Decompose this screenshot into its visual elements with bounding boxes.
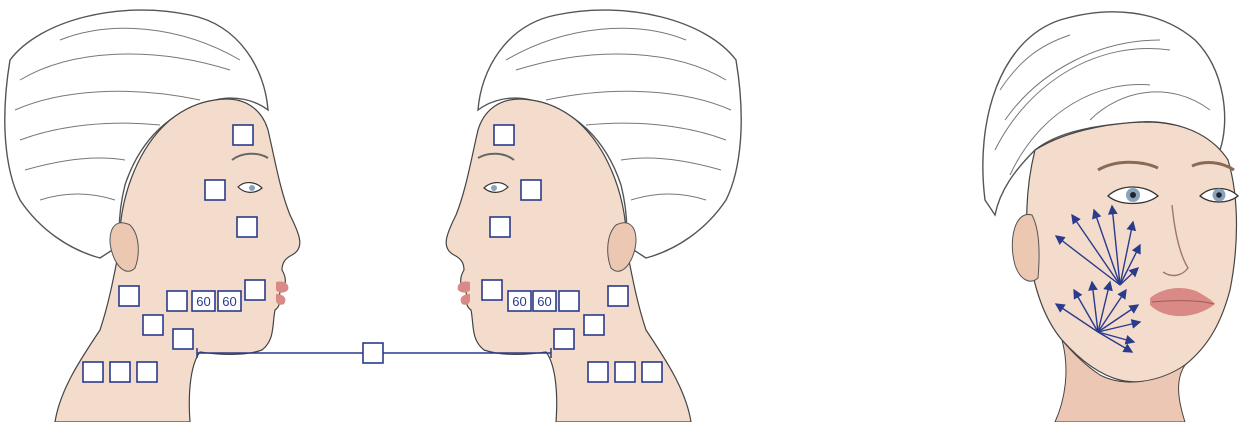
right-profile-figure: [446, 10, 741, 422]
left-box-jaw-2[interactable]: [167, 291, 187, 311]
right-box-jaw-1[interactable]: [559, 291, 579, 311]
left-box-neck-1[interactable]: [83, 362, 103, 382]
left-box-forehead[interactable]: [233, 125, 253, 145]
right-box-temple[interactable]: [521, 180, 541, 200]
right-dose-label-a: 60: [512, 294, 526, 309]
connector-box[interactable]: [363, 343, 383, 363]
left-box-neck-2[interactable]: [110, 362, 130, 382]
left-box-jaw-3[interactable]: [143, 315, 163, 335]
left-lips: [276, 281, 288, 292]
left-box-jaw-1[interactable]: [119, 286, 139, 306]
right-box-neck-3[interactable]: [642, 362, 662, 382]
left-profile-figure: [5, 10, 300, 422]
right-box-jaw-2[interactable]: [608, 286, 628, 306]
left-box-neck-3[interactable]: [137, 362, 157, 382]
right-box-under-eye[interactable]: [490, 217, 510, 237]
left-box-jaw-4[interactable]: [173, 329, 193, 349]
left-dose-label-a: 60: [196, 294, 210, 309]
front-ear: [1012, 214, 1039, 281]
right-box-mouth[interactable]: [482, 280, 502, 300]
right-box-neck-1[interactable]: [588, 362, 608, 382]
front-face-figure: [983, 12, 1238, 422]
left-box-under-eye[interactable]: [237, 217, 257, 237]
left-box-mouth[interactable]: [245, 280, 265, 300]
right-box-neck-2[interactable]: [615, 362, 635, 382]
right-box-forehead[interactable]: [494, 125, 514, 145]
left-ear: [110, 223, 138, 272]
right-dose-label-b: 60: [537, 294, 551, 309]
left-dose-label-b: 60: [222, 294, 236, 309]
right-box-jaw-4[interactable]: [554, 329, 574, 349]
left-box-temple[interactable]: [205, 180, 225, 200]
right-box-jaw-3[interactable]: [584, 315, 604, 335]
